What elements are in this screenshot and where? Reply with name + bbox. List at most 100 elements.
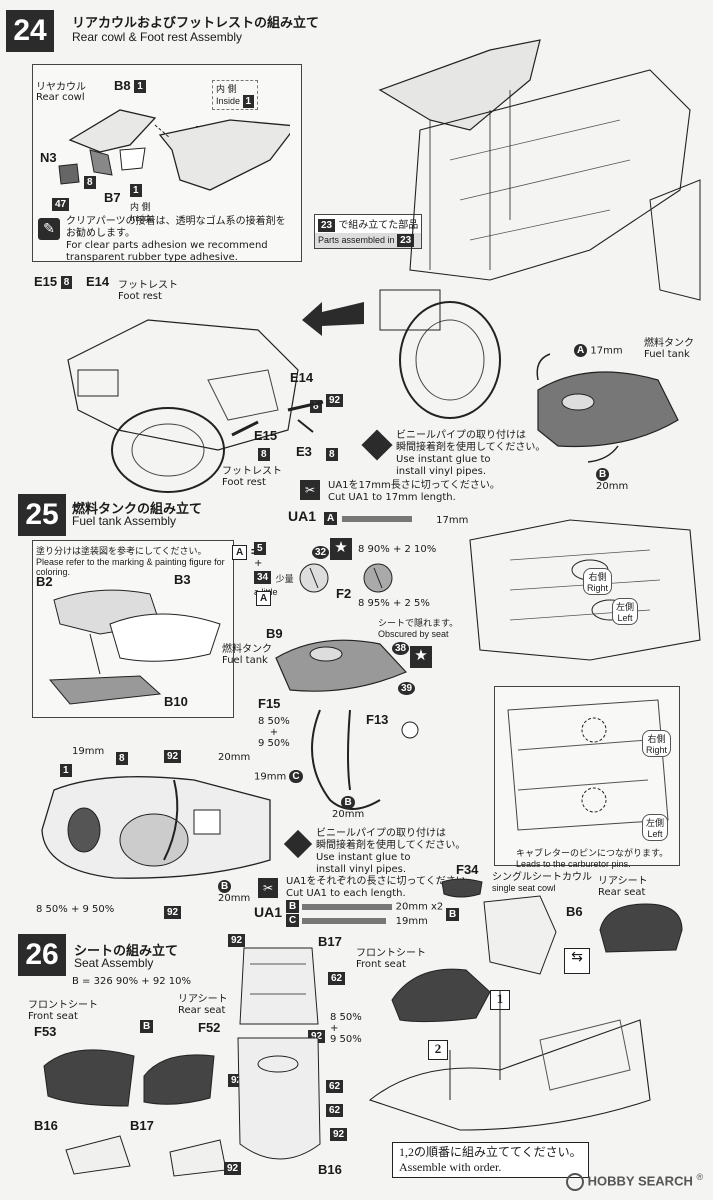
parts-assembled-label: 23 で組み立てた部品 Parts assembled in 23: [314, 214, 423, 249]
engine-frame-drawing: [469, 519, 701, 661]
part-e3: E3: [296, 444, 312, 459]
part-b7-inside: 1 内 側 Inside: [130, 184, 155, 223]
rear-cowl-label-en: Rear cowl: [36, 92, 85, 103]
pipe-c-19mm: 19mm C: [254, 770, 303, 783]
step-25-title-jp: 燃料タンクの組み立て: [72, 502, 203, 517]
paint-32: 32: [312, 544, 330, 562]
hobby-search-logo-icon: [566, 1172, 584, 1191]
badge-92-top-center: 92: [228, 932, 246, 950]
rear-cowl-drawing: [68, 109, 290, 191]
tank-paint-drawing: [48, 589, 221, 705]
f34-drawing: [441, 878, 483, 898]
ua1-label-bottom: UA1: [254, 904, 283, 920]
part-e14-top: E14: [86, 274, 110, 289]
fuel-tank-top-drawing: [536, 353, 679, 463]
vinyl-pipe-drawing: [311, 709, 419, 810]
ua1-c-bar: C 19mm: [286, 914, 428, 927]
step-26-mix: B = 326 90% + 92 10%: [72, 976, 191, 987]
f15-mix: 8 50% + 9 50%: [258, 716, 290, 749]
badge-92-bottom: 92: [164, 748, 182, 766]
knife-icon-2: ✂: [258, 878, 278, 898]
part-e15-top: E15 8: [34, 274, 73, 290]
badge-8-e3: 8: [326, 446, 338, 464]
star-icon-1: ★: [330, 538, 352, 560]
part-b17-left: B17: [130, 1118, 154, 1133]
step-order-2: 2: [428, 1040, 448, 1060]
fuel-tank-top-label: 燃料タンク Fuel tank: [644, 338, 694, 360]
front-seat-label-left: フロントシート Front seat: [28, 1000, 98, 1022]
clear-part-n3: [58, 163, 80, 185]
part-b16-left: B16: [34, 1118, 58, 1133]
ua1-length-bar-top: A 17mm: [324, 510, 468, 528]
seat-b-marker-1: B: [140, 1018, 154, 1036]
badge-62-1: 62: [328, 970, 346, 988]
arrow-left: [302, 302, 364, 336]
part-b16-center: B16: [318, 1162, 342, 1177]
carburetor-drawing: [507, 699, 669, 831]
star-icon-2: ★: [410, 646, 432, 668]
len-19-bottom: 19mm: [72, 746, 105, 757]
step-24-title-en: Rear cowl & Foot rest Assembly: [72, 30, 243, 44]
knife-icon: ✂: [300, 480, 320, 500]
part-b3: B3: [174, 572, 191, 587]
fuel-tank-top-length: A 17mm: [574, 344, 623, 357]
ua1-b-bar: B 20mm x2: [286, 900, 443, 913]
mix-a-values: 5 + 34 少量 a little: [254, 542, 294, 597]
badge-8-foot: 8: [310, 398, 322, 416]
part-b7: 8: [84, 174, 96, 190]
badge-8-e15: 8: [258, 446, 270, 464]
single-seat-label: シングルシートカウル single seat cowl: [492, 872, 592, 893]
seats-drawing: [43, 1049, 215, 1107]
inside-en: Inside 1: [216, 95, 255, 108]
paint-badge-1: 1: [134, 80, 146, 94]
glue-diamond-icon-2: [283, 829, 313, 859]
step-26-title-jp: シートの組み立て: [74, 944, 179, 959]
fuel-cap-drawing: [299, 563, 393, 593]
badge-62-2: 62: [326, 1078, 344, 1096]
single-seat-cowl-drawing: [483, 895, 557, 975]
glue-diamond-icon: [361, 429, 393, 461]
step-26-number: 26: [18, 934, 66, 976]
motorcycle-rear-drawing: [378, 39, 701, 419]
glue-icon: ✎: [38, 218, 60, 240]
step-24-number: 24: [6, 10, 54, 52]
part-b2: B2: [36, 574, 53, 589]
part-b7-label: B7: [104, 190, 121, 205]
ua1-label-top: UA1: [288, 508, 317, 524]
rear-seat-label-left: リアシート Rear seat: [178, 994, 228, 1016]
step-24-title-jp: リアカウルおよびフットレストの組み立て: [72, 16, 320, 31]
seat-obscured-note: シートで隠れます。 Obscured by seat: [378, 618, 459, 639]
hobby-search-watermark: HOBBY SEARCH ®: [566, 1172, 703, 1191]
fuel-tank-mid-label: 燃料タンク Fuel tank: [222, 644, 272, 666]
bottom-mix: 8 50% + 9 50%: [36, 904, 115, 915]
seat-bases-drawing: [65, 1135, 227, 1177]
badge-92-foot: 92: [326, 392, 344, 410]
paint-mix-1: 8 90% + 2 10%: [358, 544, 437, 555]
part-n3: N3: [40, 150, 57, 165]
foot-rest-label-top: フットレスト Foot rest: [118, 280, 178, 302]
part-f53: F53: [34, 1024, 57, 1039]
step-25-title-en: Fuel tank Assembly: [72, 514, 177, 528]
mix-a-b9: A: [256, 590, 272, 607]
badge-92-4: 92: [224, 1160, 242, 1178]
rear-seat-label-top: リアシート Rear seat: [598, 876, 648, 898]
part-f2: F2: [336, 586, 352, 601]
len-20-bottom: 20mm: [218, 752, 251, 763]
swap-arrows-icon: ⇆: [564, 948, 590, 974]
badge-1-bottom: 1: [60, 762, 72, 780]
part-b17-center: B17: [318, 934, 342, 949]
badge-8-bottom: 8: [116, 750, 128, 768]
paint-mix-2: 8 95% + 2 5%: [358, 598, 430, 609]
part-b9: B9: [266, 626, 283, 641]
part-b8: B8 1: [114, 78, 146, 94]
assembly-order-note: 1,2の順番に組み立ててください。 Assemble with order.: [392, 1142, 589, 1178]
tank-underside-drawing: [41, 776, 271, 879]
part-b6: B6: [566, 904, 583, 919]
foot-rest-label-bottom: フットレスト Foot rest: [222, 466, 282, 488]
step-25-number: 25: [18, 494, 66, 536]
front-seat-label-right: フロントシート Front seat: [356, 948, 426, 970]
part-f34: F34: [456, 862, 479, 877]
